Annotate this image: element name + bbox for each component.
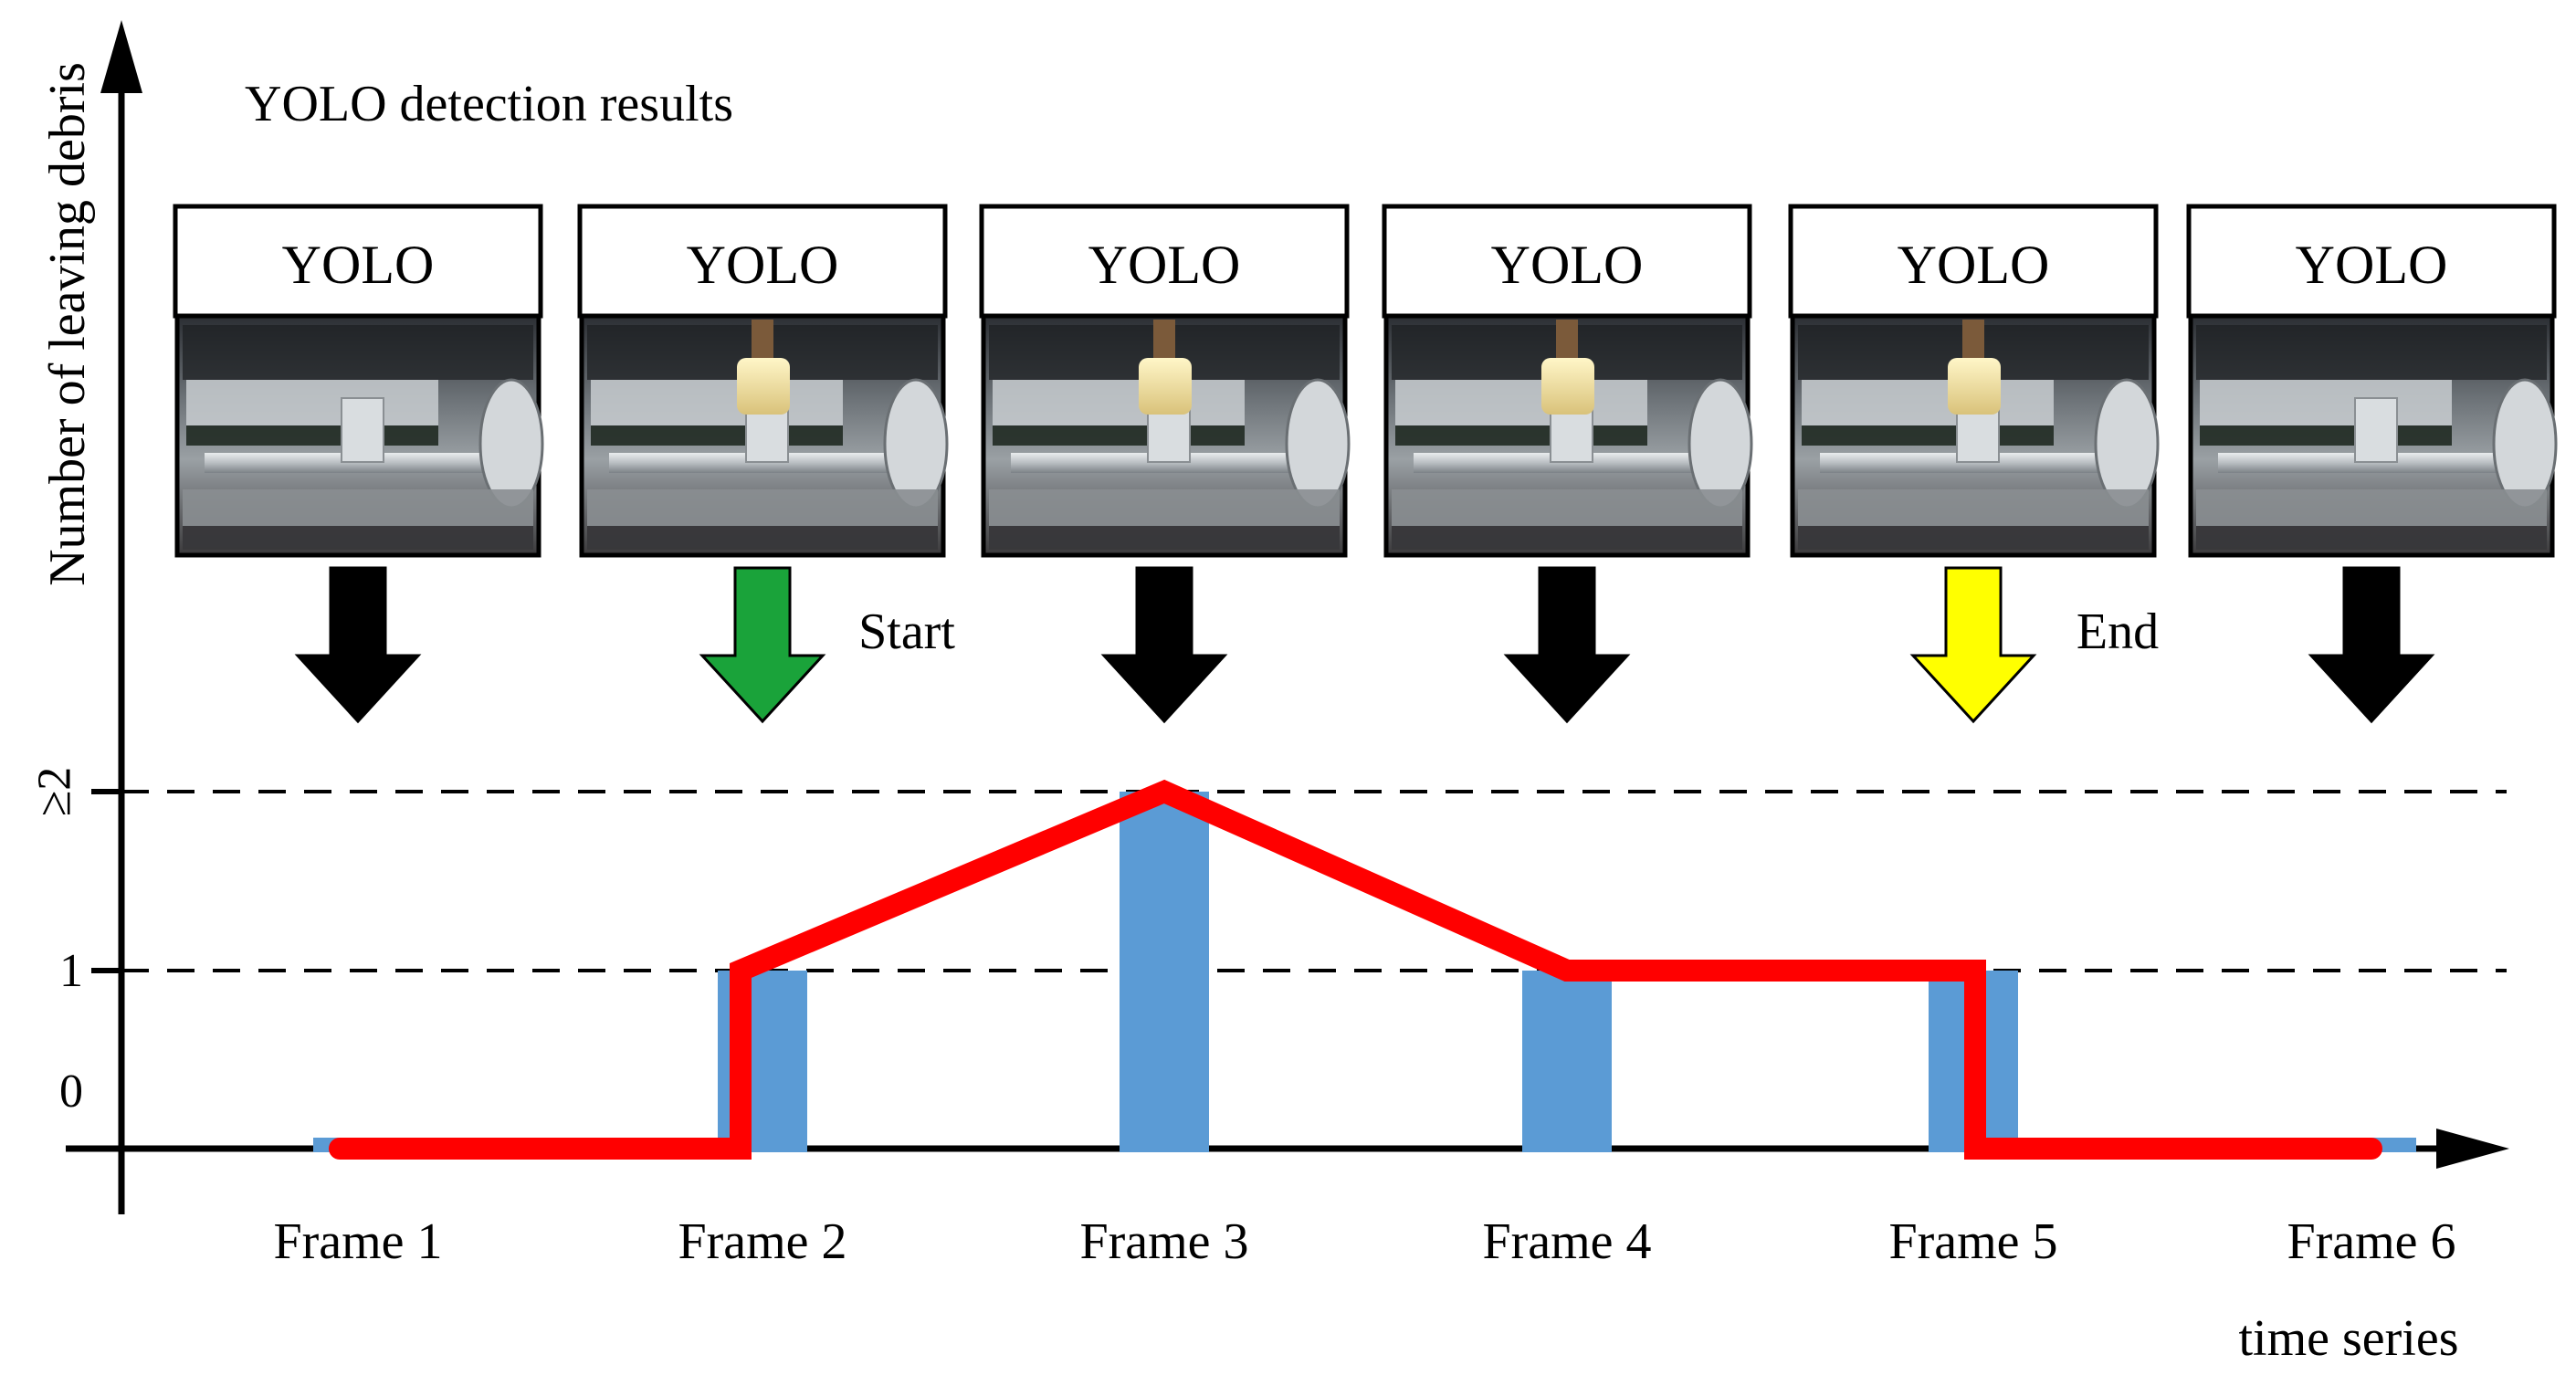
brush-bristles [1139,358,1192,415]
y-axis-label: Number of leaving debris [39,62,96,586]
frame-label: Frame 4 [1482,1213,1651,1270]
carriage-slot [993,425,1245,446]
carriage-slot [1395,425,1647,446]
cleaning-brush [1948,320,2001,415]
carriage [1395,380,1647,425]
cleaning-brush [1541,320,1594,415]
chuck [1688,378,1753,509]
count-bar [1522,971,1612,1152]
bed-shadow [1798,526,2149,550]
end-arrow-icon [1909,566,2037,724]
cleaning-brush [1139,320,1192,415]
lathe-photo [579,313,949,558]
down-arrow-icon [294,566,422,724]
carriage [591,380,843,425]
x-axis-arrowhead [2436,1129,2509,1169]
x-axis-label: time series [2238,1310,2458,1367]
chuck [478,378,544,509]
brush-handle [752,320,773,362]
carriage-slot [186,425,438,446]
panel-label: YOLO [1088,235,1241,295]
debris-count-line [329,779,2382,1160]
down-arrow-icon [1100,566,1228,724]
lathe-photo [981,313,1351,558]
lathe-photo [2188,313,2558,558]
carriage [993,380,1245,425]
carriage-slot [1802,425,2054,446]
bed-shadow [1392,526,1742,550]
carriage-slot [591,425,843,446]
panel-label: YOLO [1491,235,1644,295]
lathe-photo [1383,313,1753,558]
cleaning-brush [737,320,790,415]
brush-bristles [1541,358,1594,415]
photo-top-shadow [2196,325,2547,380]
frame-label: Frame 6 [2287,1213,2455,1270]
down-arrow-icon [1503,566,1631,724]
lathe-photo [174,313,544,558]
frame-label: Frame 1 [273,1213,442,1270]
y-tick-label-1: 1 [59,945,83,997]
marker-end: End [2077,604,2159,660]
chuck [883,378,949,509]
carriage [1802,380,2054,425]
frame-label: Frame 2 [678,1213,846,1270]
tool-post [341,397,384,463]
chuck [2492,378,2558,509]
gridlines [91,789,2507,973]
frame-panel: YOLO End [1788,204,2160,724]
panel-label-box [979,204,1350,319]
brush-handle [1962,320,1984,362]
frame-panel: YOLO [979,204,1351,724]
bed-shadow [989,526,1340,550]
y-tick-labels: ≥2 1 0 [29,767,84,1118]
frame-panel: YOLO Start [577,204,955,724]
carriage [186,380,438,425]
bed-shadow [2196,526,2547,550]
diagram-title: YOLO detection results [245,76,733,132]
bed-shadow [183,526,533,550]
lathe-photo [1790,313,2160,558]
frames-layer: YOLO YOLO Start YOLO YOLO YOLO End YOLO [173,204,2558,724]
bed-shadow [587,526,938,550]
panel-label: YOLO [1898,235,2050,295]
panel-label: YOLO [687,235,839,295]
chuck [2094,378,2160,509]
frame-panel: YOLO [1382,204,1753,724]
panel-label-box [1382,204,1752,319]
frame-label: Frame 5 [1888,1213,2057,1270]
frame-label: Frame 3 [1079,1213,1248,1270]
brush-bristles [1948,358,2001,415]
panel-label-box [1788,204,2159,319]
panel-label-box [173,204,543,319]
down-arrow-icon [2308,566,2435,724]
y-tick-label-2: ≥2 [29,767,81,817]
brush-handle [1556,320,1578,362]
tool-post [2354,397,2398,463]
panel-label: YOLO [2296,235,2448,295]
brush-bristles [737,358,790,415]
panel-label: YOLO [282,235,435,295]
marker-start: Start [858,604,955,660]
count-line-layer [329,779,2382,1160]
carriage-slot [2200,425,2452,446]
y-axis-arrowhead [100,20,142,93]
frame-panel: YOLO [2186,204,2558,724]
brush-handle [1153,320,1175,362]
y-tick-label-0: 0 [59,1066,83,1118]
panel-label-box [2186,204,2557,319]
chuck [1285,378,1351,509]
count-bar [1120,792,1209,1152]
frame-panel: YOLO [173,204,544,724]
frame-labels-layer: Frame 1 Frame 2 Frame 3 Frame 4 Frame 5 Frame… [273,1213,2455,1270]
carriage [2200,380,2452,425]
start-arrow-icon [699,566,826,724]
photo-top-shadow [183,325,533,380]
